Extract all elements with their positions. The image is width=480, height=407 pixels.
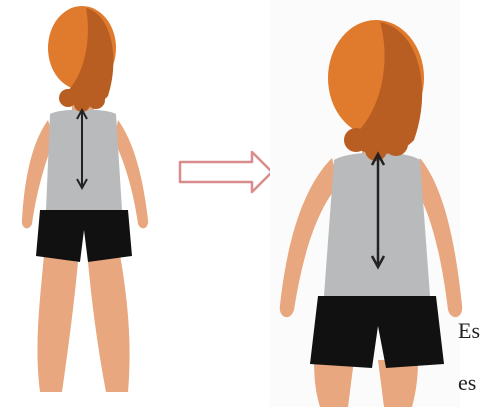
child-figure-after (270, 0, 462, 407)
cropped-text-line-1: Es (458, 320, 480, 342)
child-figure-before (22, 6, 148, 392)
shorts-left (36, 210, 132, 262)
cropped-text-line-2: es (458, 372, 476, 394)
hollow-right-arrow-icon (180, 152, 272, 192)
shirt-left (46, 110, 122, 211)
